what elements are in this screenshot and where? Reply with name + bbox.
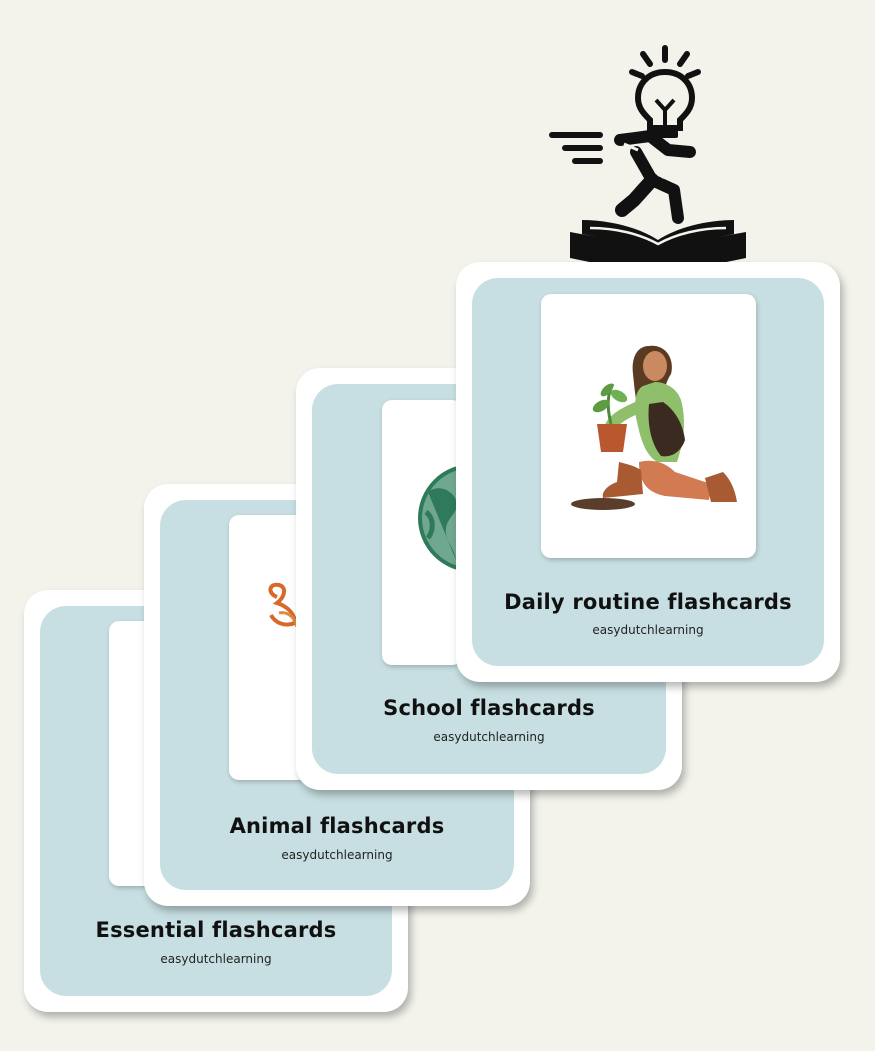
card-title: School flashcards: [383, 696, 595, 720]
card-brand: easydutchlearning: [433, 730, 545, 744]
card-title: Daily routine flashcards: [504, 590, 792, 614]
card-brand: easydutchlearning: [160, 952, 272, 966]
card-title: Essential flashcards: [95, 918, 337, 942]
animal-illustration-icon: [229, 515, 309, 780]
flashcard-daily-routine[interactable]: Daily routine flashcards easydutchlearni…: [456, 262, 840, 682]
globe-icon: [382, 400, 462, 665]
card-title: Animal flashcards: [229, 814, 445, 838]
running-reader-lightbulb-icon: [549, 45, 746, 276]
card-brand: easydutchlearning: [281, 848, 393, 862]
card-brand: easydutchlearning: [592, 623, 704, 637]
gardener-woman-illustration-icon: [541, 294, 756, 558]
